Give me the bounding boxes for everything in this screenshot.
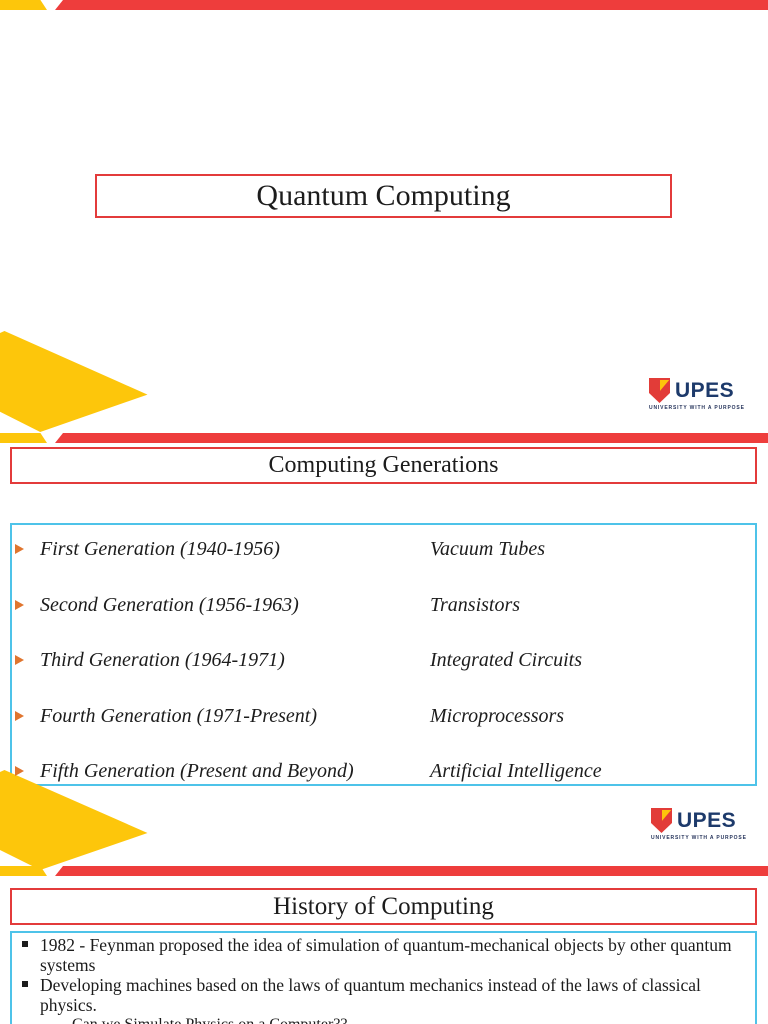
- history-bullet-line: 1982 - Feynman proposed the idea of simu…: [40, 935, 732, 955]
- square-bullet-icon: [22, 981, 28, 987]
- slide1-title: Quantum Computing: [256, 179, 511, 212]
- slide3-title-box: History of Computing: [10, 888, 757, 925]
- slide1-yellow-diamond-decoration: [0, 331, 148, 432]
- history-bullet-line: physics.: [40, 995, 97, 1015]
- technology-label: Vacuum Tubes: [430, 538, 545, 560]
- bullet-arrow-icon: [15, 655, 24, 665]
- slide2-content-box: [10, 523, 757, 786]
- slide1-topbar-yellow-accent: [0, 0, 47, 10]
- history-sub-bullet: – Can we Simulate Physics on a Computer?…: [60, 1015, 348, 1024]
- upes-shield-icon: [649, 378, 670, 403]
- slide3-content-box: [10, 931, 757, 1024]
- history-bullet-line: Developing machines based on the laws of…: [40, 975, 701, 995]
- technology-label: Integrated Circuits: [430, 649, 583, 671]
- generation-row: Fourth Generation (1971-Present) Micropr…: [0, 703, 768, 731]
- bullet-arrow-icon: [15, 711, 24, 721]
- generation-row: Fifth Generation (Present and Beyond) Ar…: [0, 758, 768, 786]
- upes-logo-tagline: UNIVERSITY WITH A PURPOSE: [649, 405, 745, 411]
- technology-label: Transistors: [430, 594, 521, 616]
- generation-label: Third Generation (1964-1971): [40, 649, 285, 671]
- slide3-topbar-red: [55, 866, 768, 876]
- upes-logo-row: UPES: [651, 808, 736, 833]
- square-bullet-icon: [22, 941, 28, 947]
- generation-row: Second Generation (1956-1963) Transistor…: [0, 592, 768, 620]
- bullet-arrow-icon: [15, 766, 24, 776]
- generation-label: Fifth Generation (Present and Beyond): [40, 760, 354, 782]
- slide1-title-box: Quantum Computing: [95, 174, 672, 218]
- generation-label: First Generation (1940-1956): [40, 538, 280, 560]
- slide1-topbar-red: [55, 0, 768, 10]
- slide3-topbar-yellow-accent: [0, 866, 47, 876]
- generation-row: First Generation (1940-1956) Vacuum Tube…: [0, 536, 768, 564]
- slide3-title: History of Computing: [273, 892, 494, 920]
- bullet-arrow-icon: [15, 544, 24, 554]
- slide2-upes-logo: UPES UNIVERSITY WITH A PURPOSE: [651, 808, 757, 841]
- upes-logo-name: UPES: [677, 808, 737, 832]
- slide2-title: Computing Generations: [268, 452, 499, 478]
- generation-label: Fourth Generation (1971-Present): [40, 705, 317, 727]
- technology-label: Microprocessors: [430, 705, 565, 727]
- slide2-topbar-red: [55, 433, 768, 443]
- upes-logo-row: UPES: [649, 378, 734, 403]
- generation-row: Third Generation (1964-1971) Integrated …: [0, 647, 768, 675]
- slide1-upes-logo: UPES UNIVERSITY WITH A PURPOSE: [649, 378, 755, 411]
- upes-logo-tagline: UNIVERSITY WITH A PURPOSE: [651, 835, 747, 841]
- slide2-topbar-yellow-accent: [0, 433, 47, 443]
- slide2-title-box: Computing Generations: [10, 447, 757, 484]
- technology-label: Artificial Intelligence: [430, 760, 602, 782]
- history-bullet-line: systems: [40, 955, 96, 975]
- upes-logo-name: UPES: [675, 378, 735, 402]
- upes-shield-icon: [651, 808, 672, 833]
- bullet-arrow-icon: [15, 600, 24, 610]
- generation-label: Second Generation (1956-1963): [40, 594, 299, 616]
